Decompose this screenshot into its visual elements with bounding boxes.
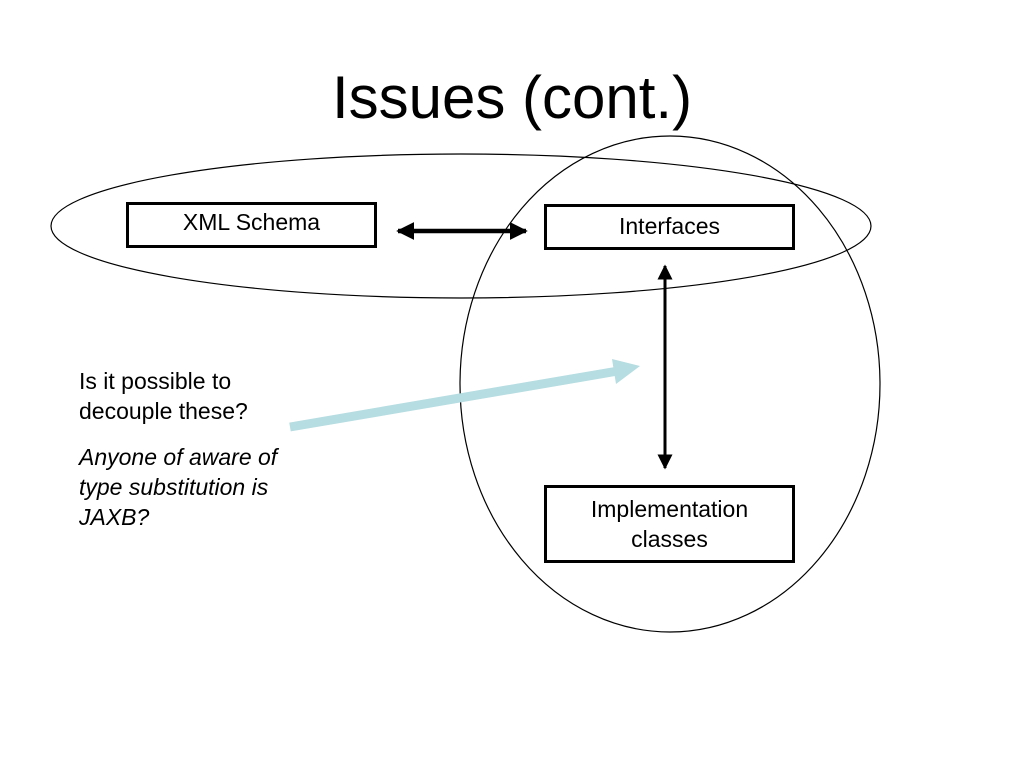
node-implementation-label: Implementation classes (590, 496, 749, 552)
node-xml-schema-label: XML Schema (182, 209, 321, 235)
node-xml-schema: XML Schema (126, 202, 377, 248)
node-interfaces: Interfaces (544, 204, 795, 250)
question-text: Is it possible to decouple these? (79, 368, 248, 424)
node-implementation-classes: Implementation classes (544, 485, 795, 563)
node-interfaces-label: Interfaces (619, 213, 720, 239)
slide-title: Issues (cont.) (331, 64, 693, 131)
remark-text: Anyone of aware of type substitution is … (79, 444, 278, 530)
grouping-ellipse-schema-interfaces (50, 153, 872, 299)
pointer-arrow (289, 359, 640, 432)
grouping-ellipse-interfaces-implementation (459, 135, 881, 633)
